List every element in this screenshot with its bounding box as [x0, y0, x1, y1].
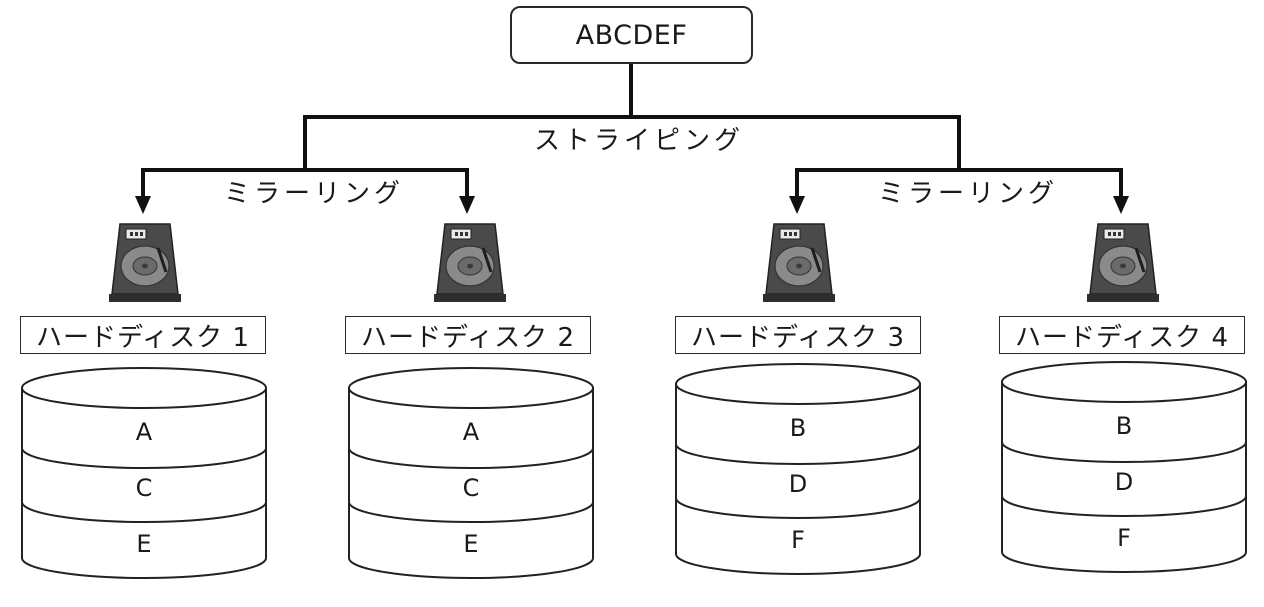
disk-label-3: ハードディスク 3 — [675, 316, 921, 354]
mirroring-label-2: ミラーリング — [872, 173, 1065, 210]
disk-cylinder-2: A C E — [347, 366, 595, 580]
data-block: C — [462, 474, 480, 502]
cylinder-shape — [675, 363, 921, 575]
data-block: E — [463, 530, 479, 558]
arrowhead-2 — [459, 196, 475, 214]
data-block: C — [135, 474, 153, 502]
data-block: D — [1114, 468, 1134, 496]
disk-cylinder-4: B D F — [1000, 360, 1248, 574]
disk-label-4: ハードディスク 4 — [999, 316, 1245, 354]
data-block: A — [135, 418, 153, 446]
mirroring-label-1: ミラーリング — [218, 173, 411, 210]
cylinder-shape — [348, 367, 594, 579]
source-data-label: ABCDEF — [575, 19, 688, 51]
disk-cylinder-1: A C E — [20, 366, 268, 580]
arrowhead-3 — [789, 196, 805, 214]
hard-drive-icon — [1087, 223, 1159, 302]
hard-drive-icon — [763, 223, 835, 302]
data-block: F — [791, 526, 805, 554]
cylinder-shape — [21, 367, 267, 579]
hard-drive-icon — [109, 223, 181, 302]
disk-cylinder-3: B D F — [674, 362, 922, 576]
arrowhead-1 — [135, 196, 151, 214]
hard-drive-icon — [434, 223, 506, 302]
arrowhead-4 — [1113, 196, 1129, 214]
data-block: B — [1115, 412, 1133, 440]
data-block: A — [462, 418, 480, 446]
cylinder-shape — [1001, 361, 1247, 573]
source-data-box: ABCDEF — [510, 6, 753, 64]
data-block: D — [788, 470, 808, 498]
striping-label: ストライピング — [528, 120, 751, 157]
disk-label-2: ハードディスク 2 — [345, 316, 591, 354]
data-block: B — [789, 414, 807, 442]
data-block: F — [1117, 524, 1131, 552]
data-block: E — [136, 530, 152, 558]
disk-label-1: ハードディスク 1 — [20, 316, 266, 354]
